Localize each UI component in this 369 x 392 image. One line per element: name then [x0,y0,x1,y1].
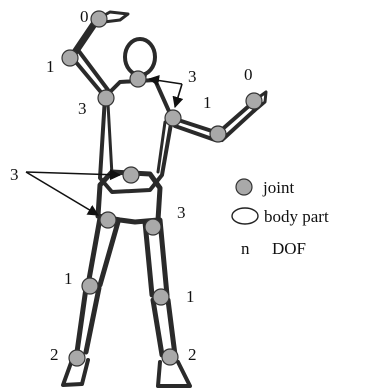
joint-left-knee [153,289,169,305]
joint-pelvis [123,167,139,183]
legend-body-part-icon [232,208,258,224]
joint-right-hand [91,11,107,27]
dof-label-right-knee: 1 [64,269,73,288]
joint-right-knee [82,278,98,294]
dof-label-left-elbow: 1 [203,93,212,112]
joint-right-elbow [62,50,78,66]
joint-left-ankle [162,349,178,365]
dof-label-right-shoulder: 3 [78,99,87,118]
joint-right-hip [100,212,116,228]
dof-label-left-hand: 0 [244,65,253,84]
legend-joint-icon [236,179,252,195]
arrow-hip [26,172,98,215]
legend-body-part-label: body part [264,207,329,226]
dof-label-right-ankle: 2 [50,345,59,364]
left-foot-part [158,362,190,386]
joint-left-elbow [210,126,226,142]
dof-label-right-elbow: 1 [46,57,55,76]
arrow-pelvis [26,172,120,175]
joint-left-hand [246,93,262,109]
legend-dof-label: DOF [272,239,306,258]
dof-label-pelvis-group: 3 [10,165,19,184]
dof-label-left-knee: 1 [186,287,195,306]
joint-neck [130,71,146,87]
body-figure [63,12,266,386]
joint-left-shoulder [165,110,181,126]
joint-left-hip [145,219,161,235]
dof-label-left-hip: 3 [177,203,186,222]
left-shin-part [153,300,175,355]
dof-label-left-ankle: 2 [188,345,197,364]
right-shin-part [77,288,99,352]
joint-right-shoulder [98,90,114,106]
head-part [125,39,155,75]
dof-labels: 0 1 3 3 1 0 3 3 1 1 2 2 [10,7,253,364]
joint-right-ankle [69,350,85,366]
dof-label-right-hand: 0 [80,7,89,26]
arrow-shoulder [175,84,182,107]
torso-inner [108,104,165,175]
legend-n-symbol: n [241,239,250,258]
legend: joint body part n DOF [232,178,329,258]
right-thigh-part [88,218,118,285]
legend-joint-label: joint [262,178,294,197]
dof-label-neck: 3 [188,67,197,86]
